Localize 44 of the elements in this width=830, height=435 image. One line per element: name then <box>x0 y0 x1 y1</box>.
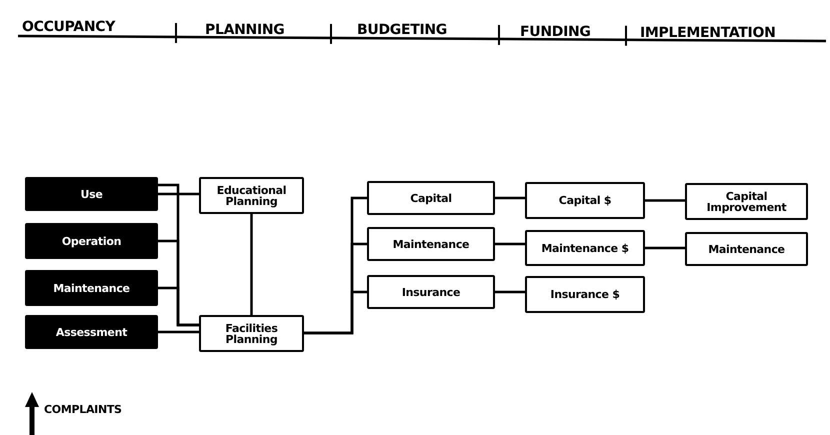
phase-heading: FUNDING <box>520 24 591 40</box>
node-label: Maintenance <box>53 282 130 294</box>
node-label: Maintenance $ <box>541 242 629 254</box>
phase-heading: PLANNING <box>205 22 284 38</box>
process-box <box>685 183 808 220</box>
category-box <box>25 223 158 259</box>
node-label: Capital $ <box>558 195 612 206</box>
node-label: Educational Planning <box>216 184 288 206</box>
connector-line <box>495 242 525 246</box>
node-label: Insurance $ <box>550 289 620 300</box>
process-box <box>199 315 304 352</box>
phase-heading: OCCUPANCY <box>22 19 116 35</box>
connector-line <box>304 196 367 334</box>
process-box <box>525 182 645 219</box>
node-label: Operation <box>62 236 122 246</box>
connector-line <box>158 192 199 196</box>
connector-line <box>645 246 685 250</box>
node-label: Maintenance <box>392 238 470 250</box>
node-label: Capital <box>410 192 452 204</box>
process-box <box>199 177 304 214</box>
node-label: Assessment <box>56 326 128 338</box>
node-label: Use <box>80 188 103 200</box>
node-label: Capital Improvement <box>706 190 788 212</box>
arrow-label: COMPLAINTS <box>44 403 122 416</box>
process-box <box>525 230 645 266</box>
node-label: Facilities Planning <box>224 322 279 344</box>
connector-line <box>158 184 199 326</box>
process-box <box>525 276 645 313</box>
category-box <box>25 177 158 211</box>
phase-heading: BUDGETING <box>357 22 447 38</box>
connector-line <box>250 214 253 315</box>
connector-line <box>158 330 199 334</box>
process-box <box>367 275 495 309</box>
category-box <box>25 270 158 306</box>
process-box <box>367 227 495 261</box>
node-label: Maintenance <box>708 244 785 254</box>
connector-line <box>495 290 525 294</box>
phase-heading: IMPLEMENTATION <box>640 25 776 41</box>
process-box <box>367 181 495 215</box>
connector-line <box>645 199 685 202</box>
process-box <box>685 232 808 266</box>
category-box <box>25 315 158 349</box>
connector-line <box>495 196 525 200</box>
node-label: Insurance <box>402 286 460 298</box>
